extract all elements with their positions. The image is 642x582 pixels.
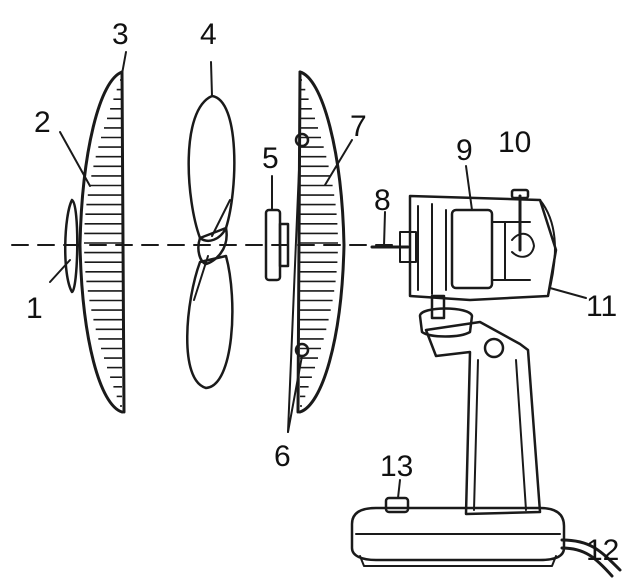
- label-3: 3: [112, 18, 129, 51]
- stand-column: [424, 320, 542, 516]
- part-number-labels: 1 2 3 4 5 6 7 8 9 10 11 12 13: [26, 18, 619, 567]
- grill-clip-top: [294, 132, 310, 148]
- rear-grill-ribs: [300, 79, 338, 407]
- label-8: 8: [374, 184, 391, 217]
- power-switch: [384, 496, 410, 514]
- motor-stator: [450, 208, 494, 290]
- label-2: 2: [34, 106, 51, 139]
- label-7: 7: [350, 110, 367, 143]
- fan-blade: [186, 94, 236, 390]
- label-10: 10: [498, 126, 531, 159]
- leader-lines: [49, 51, 587, 499]
- rear-grill: [294, 70, 346, 414]
- front-grill-ribs: [84, 79, 122, 407]
- label-9: 9: [456, 134, 473, 167]
- label-12: 12: [586, 534, 619, 567]
- power-cord: [560, 538, 622, 578]
- label-6: 6: [274, 440, 291, 473]
- label-11: 11: [586, 290, 617, 323]
- fan-base: [350, 506, 566, 567]
- oscillation-knob: [510, 188, 530, 252]
- label-4: 4: [200, 18, 217, 51]
- label-13: 13: [380, 450, 413, 483]
- front-grill: [78, 70, 126, 414]
- front-badge: [64, 198, 79, 294]
- label-1: 1: [26, 292, 43, 325]
- label-5: 5: [262, 142, 279, 175]
- motor-housing: [399, 194, 558, 302]
